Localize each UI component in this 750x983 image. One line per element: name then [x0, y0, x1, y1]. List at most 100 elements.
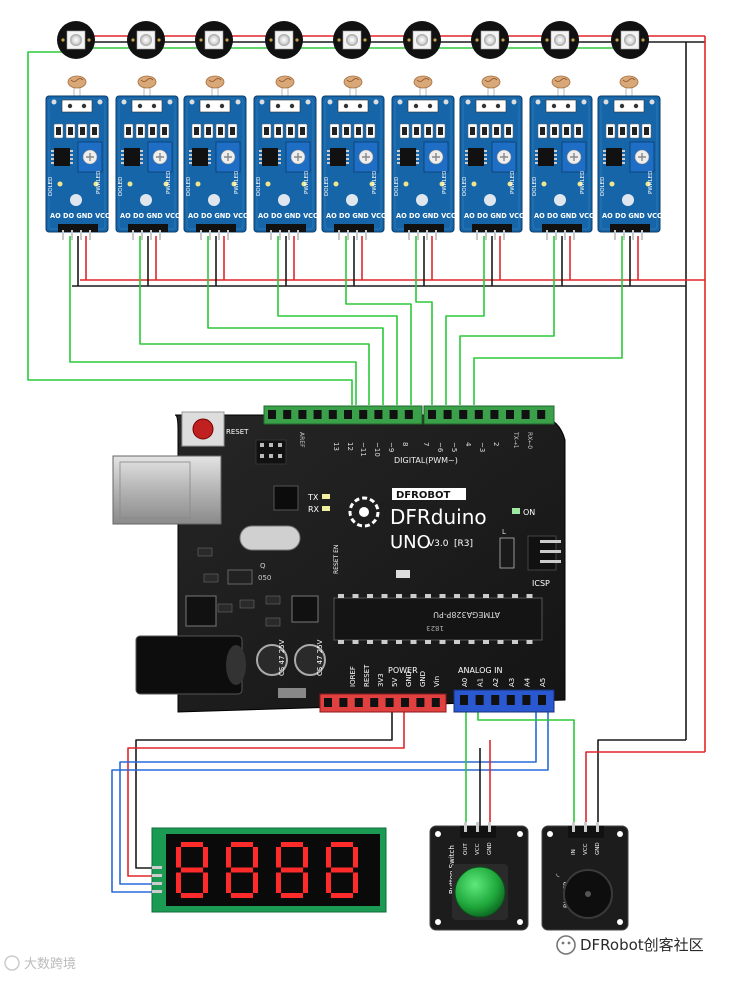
- pot-cross: [294, 153, 302, 161]
- analog-pin-label: A0: [461, 678, 469, 687]
- chip-pin: [603, 150, 606, 152]
- display-segment: [231, 867, 253, 873]
- chip-pin: [189, 150, 192, 152]
- mount-hole: [535, 99, 541, 105]
- resistor-body: [126, 127, 131, 135]
- display-segment: [181, 867, 203, 873]
- resistor-body: [402, 127, 407, 135]
- header-socket: [490, 410, 499, 419]
- digital-pin-label: 7: [422, 442, 430, 446]
- board-model: UNO: [390, 532, 431, 553]
- analog-pin-label: A1: [477, 678, 485, 687]
- display-segment: [326, 847, 331, 868]
- pwrled-label: PWRLED: [234, 171, 240, 194]
- reset-button[interactable]: [192, 418, 214, 440]
- pot-cross: [570, 153, 578, 161]
- mount-hole: [649, 99, 655, 105]
- chip-pin: [189, 158, 192, 160]
- chip-pin: [338, 640, 344, 644]
- icsp-pin: [540, 540, 552, 543]
- smd-component: [203, 573, 219, 583]
- resistor-body: [438, 127, 443, 135]
- ldr-socket: [131, 99, 163, 113]
- chip-pin: [526, 640, 533, 644]
- sensor-header: [128, 224, 168, 232]
- ldr-socket: [613, 99, 645, 113]
- chip-pin: [259, 154, 262, 156]
- socket-hole: [151, 103, 157, 109]
- mount-hole: [517, 919, 523, 925]
- chip-pin: [484, 158, 487, 160]
- rgb-led-module: [195, 21, 233, 59]
- sensor-pin: [435, 230, 437, 240]
- ldr-track: [416, 78, 430, 82]
- tx-led: [322, 494, 330, 499]
- header-socket: [328, 410, 337, 419]
- green-push-button[interactable]: [454, 866, 506, 918]
- pwrled-label: PWRLED: [442, 171, 448, 194]
- ldr-socket: [199, 99, 231, 113]
- digital-pin-label: 2: [492, 442, 500, 446]
- chip-pin: [346, 150, 349, 152]
- sensor-pin: [641, 230, 643, 240]
- chip-pin: [367, 640, 373, 644]
- potentiometer: [77, 141, 103, 173]
- digital-pin-label: ~3: [478, 442, 486, 452]
- led-pad: [295, 38, 299, 42]
- status-led: [127, 181, 133, 187]
- status-led: [403, 181, 409, 187]
- smd-led: [396, 570, 410, 578]
- doled-label: DOLED: [600, 177, 606, 196]
- chip-pin: [497, 640, 504, 644]
- chip-pin: [278, 150, 281, 152]
- sensor-header: [196, 224, 236, 232]
- sensor-pin: [141, 230, 143, 240]
- rgb-led-module: [57, 21, 95, 59]
- wechat-icon-eye: [567, 941, 571, 945]
- chip-pin: [410, 640, 417, 644]
- wechat-icon-eye: [561, 941, 565, 945]
- pot-cross: [86, 153, 94, 161]
- ldr-sensor: [205, 75, 225, 89]
- mount-hole: [511, 99, 517, 105]
- sensor-pin: [503, 230, 505, 240]
- sensor-pin: [218, 230, 220, 240]
- sensor-pin: [555, 230, 557, 240]
- ldr-track: [346, 78, 360, 82]
- watermark-logo-icon: [4, 955, 20, 971]
- display-clk-wire: [119, 712, 537, 885]
- chip-pin: [208, 158, 211, 160]
- display-segment: [226, 872, 231, 893]
- mount-hole: [235, 99, 241, 105]
- chip-pin: [121, 158, 124, 160]
- resistor-body: [356, 127, 361, 135]
- power-pin-label: IOREF: [349, 666, 357, 687]
- chip-pin: [512, 594, 518, 598]
- socket-hole: [205, 103, 211, 109]
- header-socket: [324, 698, 332, 707]
- resistor-body: [288, 127, 293, 135]
- display-segment: [203, 872, 208, 893]
- chip-pin: [140, 154, 143, 156]
- display-pin: [152, 882, 162, 885]
- pwrled-label: PWRLED: [166, 171, 172, 194]
- rgb-led-module: [265, 21, 303, 59]
- status-led: [577, 181, 583, 187]
- header-socket: [389, 410, 398, 419]
- chip-pin: [121, 162, 124, 164]
- socket-hole: [137, 103, 143, 109]
- comparator-chip: [468, 148, 484, 166]
- chip-pin: [554, 158, 557, 160]
- display-segment: [276, 847, 281, 868]
- ldr-sensor: [67, 75, 87, 89]
- led-pad: [433, 38, 437, 42]
- display-gnd-wire: [135, 712, 393, 869]
- crystal-label: Q: [260, 562, 266, 570]
- icsp-pin: [278, 454, 282, 458]
- sensor-pin: [80, 230, 82, 240]
- mount-hole: [517, 831, 523, 837]
